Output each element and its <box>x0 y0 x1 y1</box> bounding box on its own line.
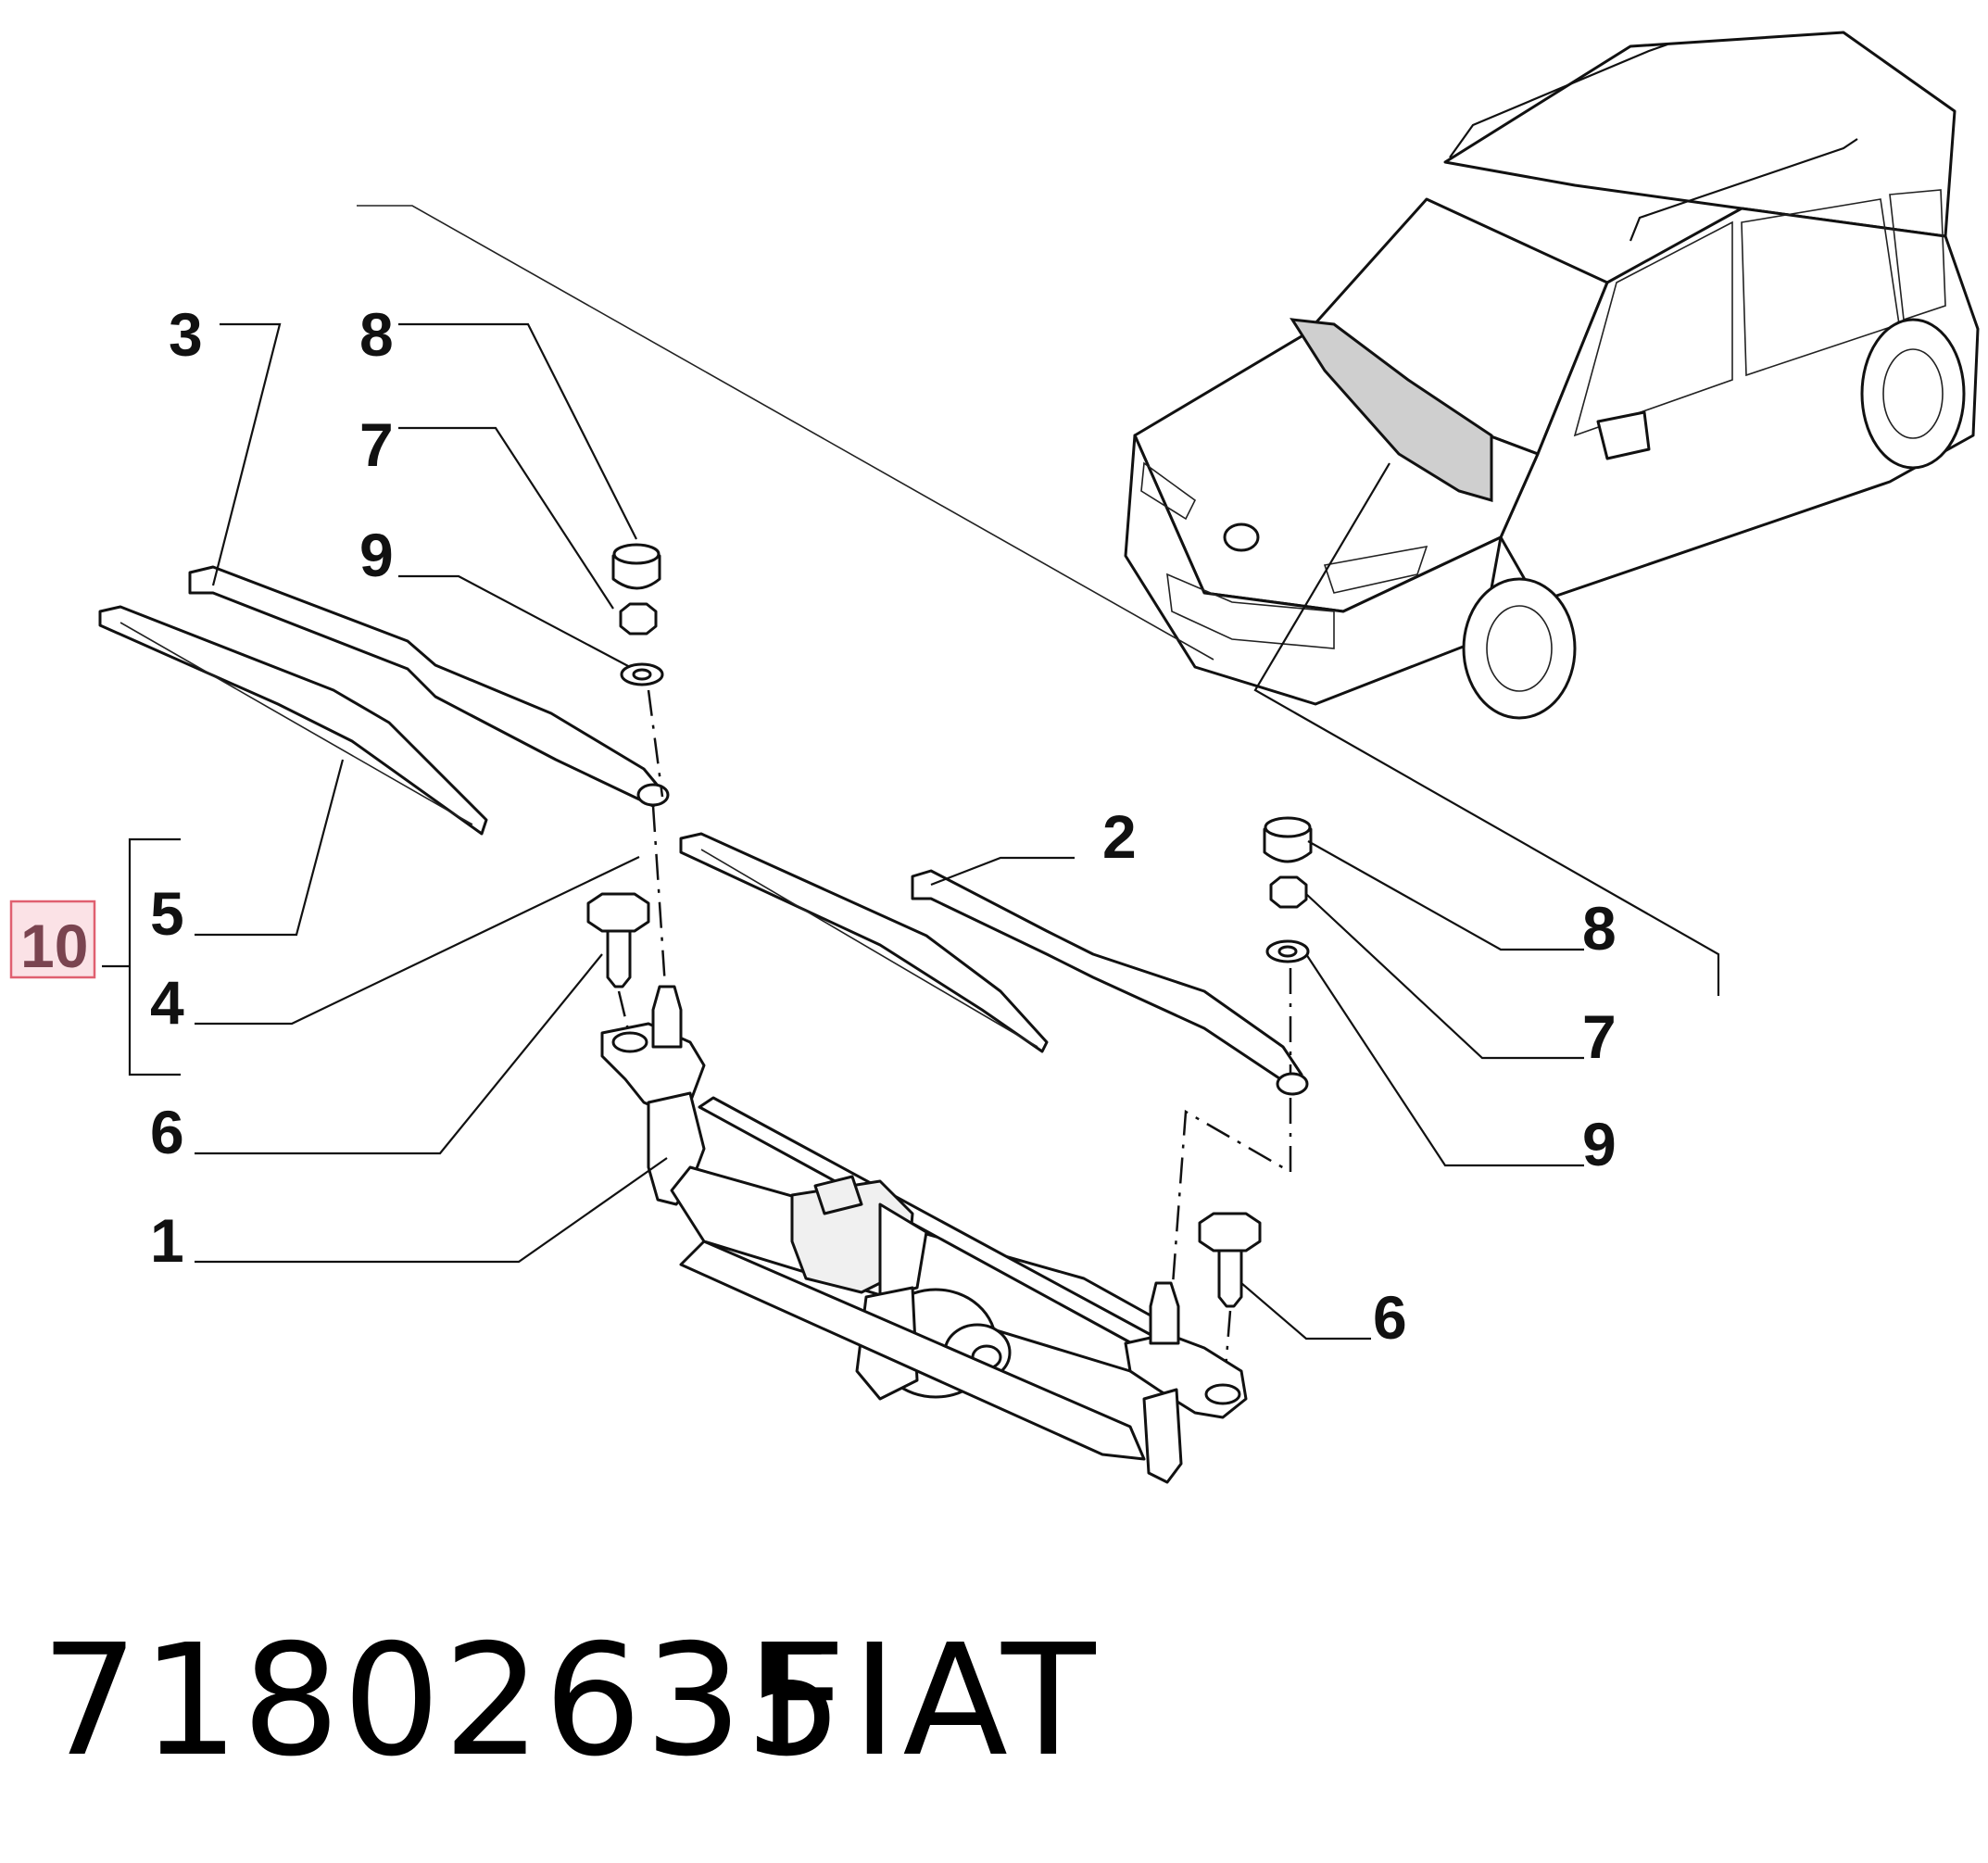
callout-10-highlight <box>9 900 96 979</box>
callout-4: 4 <box>150 968 184 1037</box>
leader-4 <box>195 856 640 1026</box>
leader-1 <box>195 1157 668 1264</box>
left-bolt-axis <box>617 990 632 1038</box>
car-wiper-module-highlight <box>1290 318 1493 502</box>
car-front-window <box>1573 220 1733 437</box>
car-quarter-window <box>1889 189 1946 321</box>
callout-9-right: 9 <box>1582 1110 1617 1178</box>
leader-7-left <box>398 426 614 610</box>
car-rear-wheel-hub <box>1882 348 1944 439</box>
leader-6-left <box>195 953 603 1155</box>
fiat-badge-icon <box>1223 522 1260 552</box>
callout-2: 2 <box>1102 802 1137 871</box>
part-number: 71802635 <box>41 1612 846 1791</box>
callout-7-left: 7 <box>359 410 394 479</box>
callout-1: 1 <box>150 1206 184 1275</box>
car-roof-rail <box>1449 43 1668 158</box>
callout-8-right: 8 <box>1582 894 1617 963</box>
car-right-headlight <box>1323 545 1428 594</box>
car-front-wheel-hub <box>1486 605 1553 692</box>
callout-6-right: 6 <box>1373 1283 1407 1352</box>
leader-8-left <box>398 322 637 540</box>
callout-9-left: 9 <box>359 521 394 589</box>
right-bolt <box>1198 1212 1262 1308</box>
left-washer <box>620 662 664 686</box>
right-nut <box>1269 875 1308 909</box>
brand-name: FIAT <box>758 1612 1101 1791</box>
leader-7-right <box>1305 893 1584 1060</box>
callout-6-left: 6 <box>150 1098 184 1166</box>
right-washer <box>1265 939 1310 963</box>
leader-5 <box>195 759 345 937</box>
left-bolt <box>586 892 650 988</box>
left-wiper-blade <box>98 605 488 836</box>
leader-6-right <box>1240 1282 1371 1341</box>
car-roof-rail <box>1629 138 1858 242</box>
car-roof <box>1443 31 1957 238</box>
leader-car-right <box>1253 462 1720 996</box>
leader-car-left <box>357 205 1214 661</box>
car-front-wheel <box>1462 577 1577 720</box>
callout-10: 10 <box>20 912 88 980</box>
car-side-mirror <box>1596 410 1651 460</box>
left-axis-line-upper <box>647 689 664 798</box>
car-illustration <box>1124 31 1980 720</box>
callout-3: 3 <box>169 300 203 369</box>
left-nut <box>619 602 658 636</box>
wiper-linkage-motor <box>600 985 1248 1484</box>
left-axis-line-lower <box>651 805 667 988</box>
car-rear-wheel <box>1860 318 1966 470</box>
leader-8-right <box>1307 840 1584 951</box>
callout-5: 5 <box>150 879 184 948</box>
right-wiper-blade <box>679 832 1049 1053</box>
leader-2 <box>930 856 1075 887</box>
car-left-headlight <box>1140 461 1197 521</box>
car-side-body <box>1499 207 1980 604</box>
group-10-bracket <box>128 837 181 1076</box>
right-axis-line-lower <box>1170 1098 1292 1298</box>
leader-9-left <box>398 574 631 668</box>
right-wiper-arm <box>911 869 1309 1096</box>
left-wiper-arm <box>188 565 670 808</box>
leader-9-right <box>1305 953 1584 1167</box>
leader-3 <box>211 322 282 586</box>
wiper-assembly-diagram: 3 8 7 9 2 8 7 9 5 4 6 1 6 10 <box>9 31 1980 1484</box>
callout-7-right: 7 <box>1582 1002 1617 1071</box>
right-nut-cap <box>1263 816 1313 863</box>
callout-8-left: 8 <box>359 300 394 369</box>
left-nut-cap <box>611 543 661 590</box>
car-grille <box>1166 573 1335 649</box>
